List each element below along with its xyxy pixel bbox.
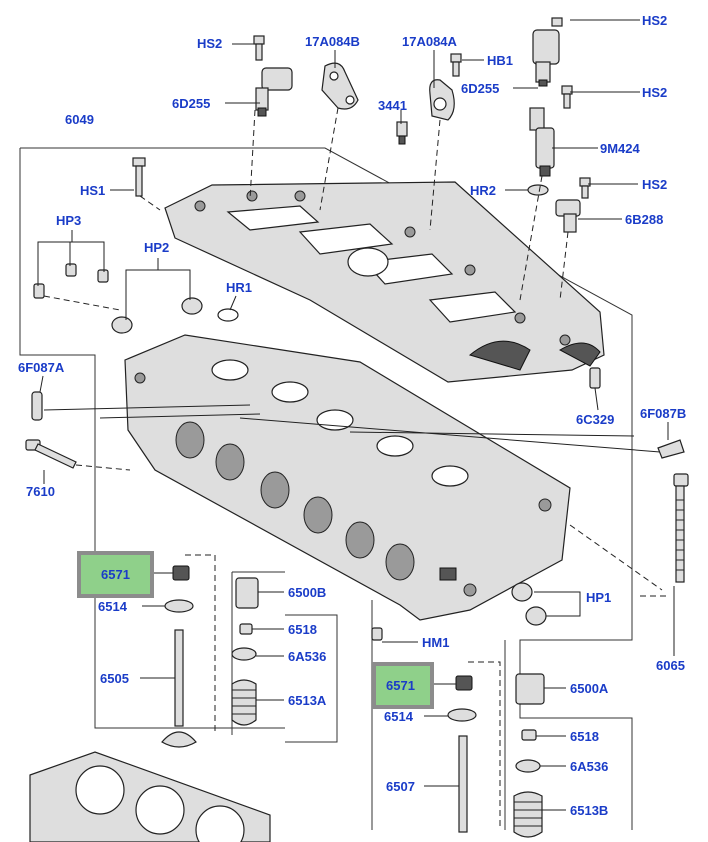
label-6049: 6049 — [65, 112, 94, 127]
gasket-17a084b — [321, 62, 359, 110]
label-6a536-right: 6A536 — [570, 759, 608, 774]
highlight-6571-left[interactable] — [77, 551, 154, 598]
component-9m424 — [529, 107, 555, 177]
dashed-alignment-lines — [43, 107, 670, 830]
camshaft-carrier — [164, 181, 605, 383]
plugs-hp3 — [33, 263, 109, 299]
label-6571-left: 6571 — [101, 567, 130, 582]
label-6500a: 6500A — [570, 681, 609, 696]
label-6571-right: 6571 — [386, 678, 415, 693]
bolt-hs1 — [132, 157, 146, 197]
label-6d255-left: 6D255 — [172, 96, 210, 111]
label-6a536-left: 6A536 — [288, 649, 326, 664]
seal-hr2 — [527, 184, 549, 196]
label-6f087b: 6F087B — [640, 406, 686, 421]
label-6514-right: 6514 — [384, 709, 414, 724]
label-6500b: 6500B — [288, 585, 326, 600]
gasket-17a084a — [429, 79, 455, 121]
label-hs2-top-right: HS2 — [642, 13, 667, 28]
label-hs2-top-left: HS2 — [197, 36, 222, 51]
label-hb1: HB1 — [487, 53, 513, 68]
label-hm1: HM1 — [422, 635, 449, 650]
bolt-hs2-top-left — [253, 35, 265, 61]
label-6513b: 6513B — [570, 803, 608, 818]
head-bolt-6065 — [673, 473, 689, 583]
bolt-hs2-right-mid — [561, 85, 573, 109]
bolt-hs2-right-low — [579, 177, 591, 199]
label-6514-left: 6514 — [98, 599, 128, 614]
sensor-3441 — [396, 121, 408, 145]
label-6065: 6065 — [656, 658, 685, 673]
plugs-hp2 — [111, 297, 203, 334]
label-6b288: 6B288 — [625, 212, 663, 227]
label-hp2: HP2 — [144, 240, 169, 255]
pin-6f087a — [31, 391, 43, 421]
label-hp3: HP3 — [56, 213, 81, 228]
highlight-6571-right[interactable] — [372, 662, 434, 709]
bolt-7610 — [25, 439, 77, 469]
label-6513a: 6513A — [288, 693, 327, 708]
plug-hm1 — [371, 627, 383, 641]
label-6507: 6507 — [386, 779, 415, 794]
valve-set-left — [161, 565, 259, 748]
label-7610: 7610 — [26, 484, 55, 499]
label-6f087a: 6F087A — [18, 360, 65, 375]
valve-set-right — [447, 673, 545, 838]
vct-solenoid-left — [255, 67, 293, 117]
label-6518-right: 6518 — [570, 729, 599, 744]
label-hr2: HR2 — [470, 183, 496, 198]
cylinder-head — [124, 334, 571, 621]
label-6d255-right: 6D255 — [461, 81, 499, 96]
vct-solenoid-right — [532, 17, 563, 87]
leader-lines — [37, 19, 675, 811]
label-hr1: HR1 — [226, 280, 252, 295]
label-9m424: 9M424 — [600, 141, 641, 156]
sensor-6b288 — [555, 199, 581, 233]
bolt-hb1 — [450, 53, 462, 77]
pin-6f087b — [657, 439, 685, 459]
label-17a084b: 17A084B — [305, 34, 360, 49]
seal-hr1 — [217, 308, 239, 322]
label-6c329: 6C329 — [576, 412, 614, 427]
plugs-hp1 — [511, 582, 547, 626]
part-labels: HS2 17A084B 17A084A HS2 HB1 6D255 6D255 … — [18, 13, 686, 818]
label-6518-left: 6518 — [288, 622, 317, 637]
label-17a084a: 17A084A — [402, 34, 458, 49]
label-hp1: HP1 — [586, 590, 611, 605]
label-6505: 6505 — [100, 671, 129, 686]
label-hs2-right-low: HS2 — [642, 177, 667, 192]
label-hs1: HS1 — [80, 183, 105, 198]
label-hs2-right-mid: HS2 — [642, 85, 667, 100]
label-3441: 3441 — [378, 98, 407, 113]
head-gasket — [29, 751, 271, 842]
dowel-6c329 — [589, 367, 601, 389]
